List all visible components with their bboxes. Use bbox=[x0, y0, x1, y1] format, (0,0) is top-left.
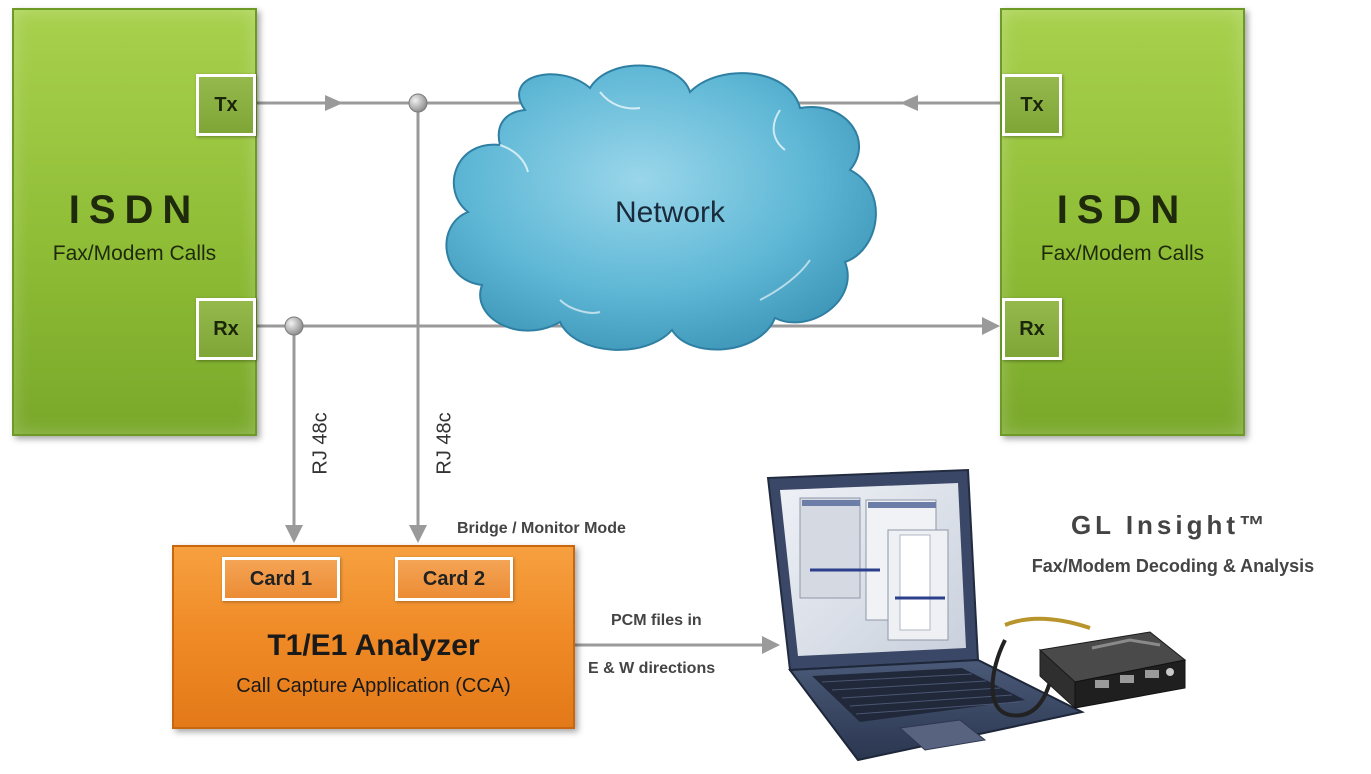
output-label-line2: E & W directions bbox=[588, 660, 716, 677]
pcm-output-arrow bbox=[575, 636, 780, 654]
right-isdn-title: ISDN bbox=[1056, 188, 1189, 232]
left-tx-port[interactable]: Tx bbox=[196, 74, 256, 136]
right-rx-port[interactable]: Rx bbox=[1002, 298, 1062, 360]
tx-tap-arrow bbox=[409, 525, 427, 543]
tx-arrow-right bbox=[325, 95, 343, 111]
tx-arrow-left bbox=[900, 95, 918, 111]
tx-tap-line bbox=[409, 103, 427, 543]
rx-tap-label: RJ 48c bbox=[309, 412, 332, 475]
output-label-line1: PCM files in bbox=[611, 612, 702, 629]
laptop-image bbox=[766, 468, 1085, 762]
left-isdn-endpoint: ISDN Fax/Modem Calls Tx Rx bbox=[12, 8, 257, 436]
analyzer-hardware-image bbox=[990, 616, 1187, 718]
t1e1-analyzer: Card 1 Card 2 T1/E1 Analyzer Call Captur… bbox=[172, 545, 575, 729]
rx-tap-arrow bbox=[285, 525, 303, 543]
tx-tap-label: RJ 48c bbox=[433, 412, 456, 475]
tx-tap-dot bbox=[408, 93, 428, 113]
rx-arrow-right bbox=[982, 317, 1000, 335]
analyzer-subtitle: Call Capture Application (CCA) bbox=[236, 675, 511, 697]
left-isdn-title: ISDN bbox=[68, 188, 201, 232]
network-label: Network bbox=[614, 196, 726, 229]
right-isdn-subtitle: Fax/Modem Calls bbox=[1040, 242, 1205, 265]
left-isdn-subtitle: Fax/Modem Calls bbox=[52, 242, 217, 265]
right-isdn-endpoint: ISDN Fax/Modem Calls Tx Rx bbox=[1000, 8, 1245, 436]
network-cloud bbox=[445, 64, 877, 351]
left-rx-port[interactable]: Rx bbox=[196, 298, 256, 360]
rx-tap-dot bbox=[284, 316, 304, 336]
product-title: GL Insight™ bbox=[1070, 510, 1270, 540]
right-tx-port[interactable]: Tx bbox=[1002, 74, 1062, 136]
card-1[interactable]: Card 1 bbox=[222, 557, 340, 601]
rx-tap-line bbox=[285, 326, 303, 543]
analyzer-title: T1/E1 Analyzer bbox=[267, 629, 480, 662]
mode-label: Bridge / Monitor Mode bbox=[457, 520, 626, 537]
product-subtitle: Fax/Modem Decoding & Analysis bbox=[1031, 556, 1315, 576]
card-2[interactable]: Card 2 bbox=[395, 557, 513, 601]
